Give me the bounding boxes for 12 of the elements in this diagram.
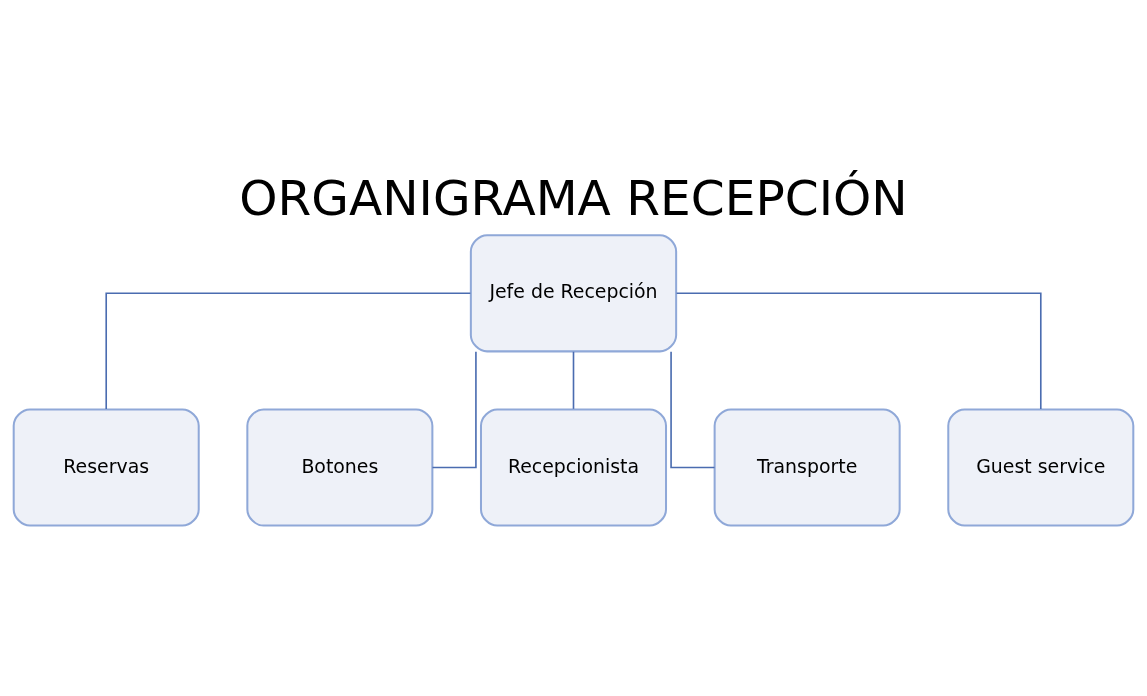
node-box: Recepcionista	[479, 408, 668, 527]
node-box: Transporte	[713, 408, 901, 527]
node-box: Reservas	[12, 408, 200, 527]
connector	[675, 292, 1042, 410]
connector	[105, 292, 472, 410]
connector	[431, 351, 477, 469]
node-box: Guest service	[947, 408, 1135, 527]
diagram-title: ORGANIGRAMA RECEPCIÓN	[239, 169, 908, 226]
node-box: Jefe de Recepción	[469, 234, 678, 353]
node-box: Botones	[246, 408, 434, 527]
connector	[670, 351, 716, 469]
connector	[572, 351, 575, 410]
